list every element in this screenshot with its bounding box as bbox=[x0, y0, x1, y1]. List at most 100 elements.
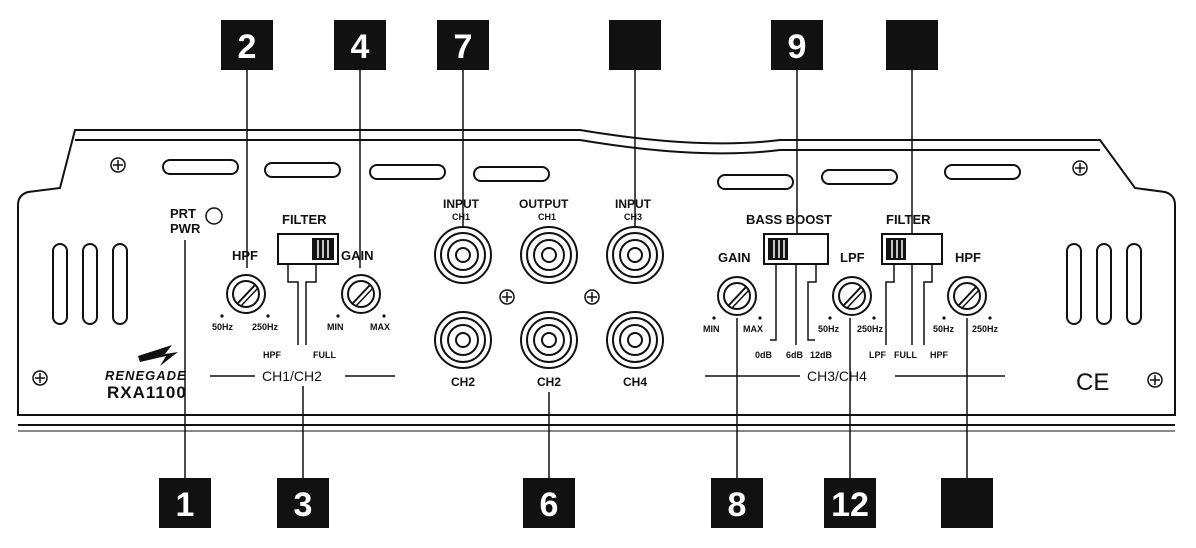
top-slot bbox=[717, 174, 794, 190]
callout-4: 4 bbox=[334, 20, 386, 70]
right-gain-min: MIN bbox=[703, 324, 720, 334]
screw-icon bbox=[1147, 372, 1163, 388]
right-filter-opt-hpf: HPF bbox=[930, 350, 949, 360]
callout-12: 12 bbox=[824, 478, 876, 528]
renegade-logo-icon bbox=[138, 345, 178, 366]
tick-dot bbox=[266, 314, 270, 318]
ch34-section-label: CH3/CH4 bbox=[807, 368, 867, 384]
tick-dot bbox=[872, 316, 876, 320]
rca-output-ch1-sub: CH1 bbox=[538, 212, 556, 222]
right-hpf-knob[interactable] bbox=[947, 276, 987, 316]
callout-leaders bbox=[184, 70, 968, 478]
chassis-top-bevel bbox=[75, 139, 1100, 155]
left-hpf-label: HPF bbox=[232, 248, 258, 263]
left-gain-min: MIN bbox=[327, 322, 344, 332]
rca-output-ch1[interactable] bbox=[520, 226, 578, 284]
rca-input-ch3-sub: CH3 bbox=[624, 212, 642, 222]
left-filter-leads bbox=[287, 264, 317, 345]
left-filter-switch[interactable] bbox=[277, 233, 339, 265]
lpf-knob[interactable] bbox=[832, 276, 872, 316]
rca-input-ch3[interactable] bbox=[606, 226, 664, 284]
rca-input-ch1-sub: CH1 bbox=[452, 212, 470, 222]
bass-boost-leads bbox=[770, 264, 817, 345]
tick-dot bbox=[220, 314, 224, 318]
rca-input-ch2[interactable] bbox=[434, 311, 492, 369]
rca-ch4-label: CH4 bbox=[623, 375, 647, 389]
tick-dot bbox=[988, 316, 992, 320]
model-name: RXA1100 bbox=[107, 383, 187, 402]
callout-12-number: 12 bbox=[831, 486, 869, 524]
callout-4-number: 4 bbox=[351, 28, 370, 66]
screw-icon bbox=[32, 370, 48, 386]
bass-boost-label: BASS BOOST bbox=[746, 212, 832, 227]
tick-dot bbox=[712, 316, 716, 320]
ce-mark: CE bbox=[1076, 369, 1109, 396]
callout-2: 2 bbox=[221, 20, 273, 70]
rca-ch2-out-label: CH2 bbox=[537, 375, 561, 389]
left-gain-label: GAIN bbox=[341, 248, 374, 263]
rca-input-ch3-label: INPUT bbox=[615, 197, 652, 211]
chassis bbox=[17, 129, 1176, 432]
prt-label: PRT bbox=[170, 206, 196, 221]
callout-3-number: 3 bbox=[294, 486, 313, 524]
right-filter-leads bbox=[885, 264, 933, 345]
bb-opt-0db: 0dB bbox=[755, 350, 773, 360]
right-gain-max: MAX bbox=[743, 324, 763, 334]
callout-6-number: 6 bbox=[540, 486, 559, 524]
left-hpf-max: 250Hz bbox=[252, 322, 279, 332]
callout-1-number: 1 bbox=[176, 486, 195, 524]
prt-pwr-indicator: PRT PWR bbox=[170, 206, 223, 236]
top-slot bbox=[821, 169, 898, 185]
callout-8: 8 bbox=[711, 478, 763, 528]
ch12-section-label: CH1/CH2 bbox=[262, 368, 322, 384]
callout-6: 6 bbox=[523, 478, 575, 528]
side-slot bbox=[52, 243, 68, 325]
top-slot bbox=[944, 164, 1021, 180]
left-gain-knob[interactable] bbox=[341, 274, 381, 314]
lpf-max: 250Hz bbox=[857, 324, 884, 334]
top-slot bbox=[264, 162, 341, 178]
screw-icon bbox=[584, 289, 600, 305]
callout-9: 9 bbox=[771, 20, 823, 70]
side-slot bbox=[1126, 243, 1142, 325]
rca-output-ch2[interactable] bbox=[520, 311, 578, 369]
brand-name: RENEGADE bbox=[105, 368, 187, 383]
side-slot bbox=[82, 243, 98, 325]
screw-icon bbox=[499, 289, 515, 305]
brand-logo: RENEGADE RXA1100 bbox=[105, 345, 187, 402]
top-slot bbox=[369, 164, 446, 180]
right-filter-opt-lpf: LPF bbox=[869, 350, 887, 360]
rca-input-ch1[interactable] bbox=[434, 226, 492, 284]
side-slot bbox=[1096, 243, 1112, 325]
screw-icon bbox=[1072, 160, 1088, 176]
left-hpf-knob[interactable] bbox=[226, 274, 266, 314]
bass-boost-switch[interactable] bbox=[763, 233, 829, 265]
left-filter-opt-full: FULL bbox=[313, 350, 336, 360]
rca-input-ch1-label: INPUT bbox=[443, 197, 480, 211]
right-hpf-min: 50Hz bbox=[933, 324, 955, 334]
lpf-label: LPF bbox=[840, 250, 865, 265]
tick-dot bbox=[828, 316, 832, 320]
right-gain-knob[interactable] bbox=[717, 276, 757, 316]
callout-9-number: 9 bbox=[788, 28, 807, 66]
right-gain-label: GAIN bbox=[718, 250, 751, 265]
left-filter-label: FILTER bbox=[282, 212, 327, 227]
callout-8-number: 8 bbox=[728, 486, 747, 524]
right-hpf-label: HPF bbox=[955, 250, 981, 265]
left-hpf-min: 50Hz bbox=[212, 322, 234, 332]
bb-opt-6db: 6dB bbox=[786, 350, 804, 360]
ventilation-slots-top bbox=[162, 159, 1021, 190]
ventilation-slots-side bbox=[52, 243, 1142, 325]
tick-dot bbox=[758, 316, 762, 320]
chassis-outline bbox=[17, 129, 1176, 416]
tick-dot bbox=[942, 316, 946, 320]
lpf-min: 50Hz bbox=[818, 324, 840, 334]
top-slot bbox=[473, 166, 550, 182]
callout-3: 3 bbox=[277, 478, 329, 528]
right-filter-switch[interactable] bbox=[881, 233, 943, 265]
callout-7: 7 bbox=[437, 20, 489, 70]
rca-input-ch4[interactable] bbox=[606, 311, 664, 369]
callout-7-number: 7 bbox=[454, 28, 473, 66]
bb-opt-12db: 12dB bbox=[810, 350, 833, 360]
